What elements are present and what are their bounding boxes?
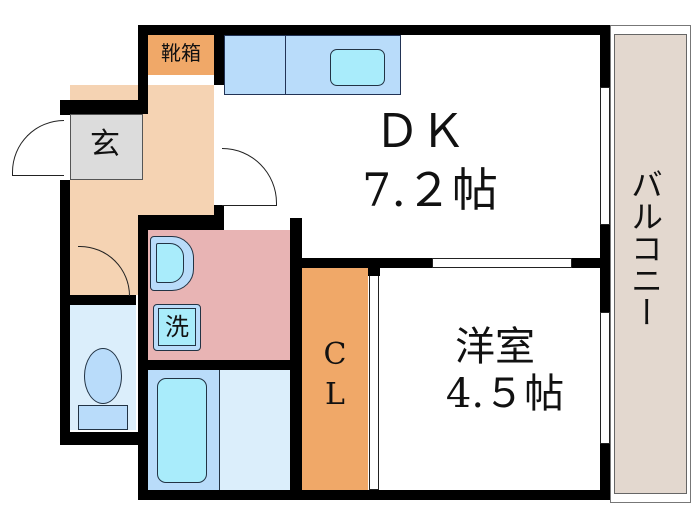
balcony-label: バルコニー: [626, 168, 664, 328]
bathtub-icon: [157, 378, 207, 483]
closet-label-l: L: [325, 377, 345, 412]
closet-door: [369, 270, 379, 490]
balcony: [614, 34, 687, 494]
washer-label: 洗: [158, 308, 196, 346]
closet-label-c: C: [323, 337, 347, 372]
shoe-box: [148, 35, 214, 75]
toilet-bowl-icon: [84, 348, 122, 404]
toilet-tank-icon: [78, 405, 128, 430]
western-name: 洋室: [455, 324, 535, 370]
kitchen-sink-icon: [330, 49, 385, 86]
western-floor: [380, 268, 602, 490]
western-window: [600, 312, 610, 444]
western-size: 4.５帖: [445, 371, 565, 417]
dk-name: ＤＫ: [374, 104, 466, 158]
shoe-box-label: 靴箱: [161, 41, 201, 65]
dk-size: 7.２帖: [362, 163, 498, 217]
closet: [302, 268, 368, 490]
hall-upper: [148, 85, 214, 215]
entrance-floor: [70, 114, 143, 180]
dk-window: [600, 87, 610, 225]
interior-sliding-door: [432, 258, 572, 268]
entrance-door[interactable]: [12, 120, 64, 176]
kitchen-divider: [285, 35, 286, 95]
entrance-label: 玄: [90, 127, 120, 162]
wash-basin-inner: [156, 243, 184, 283]
